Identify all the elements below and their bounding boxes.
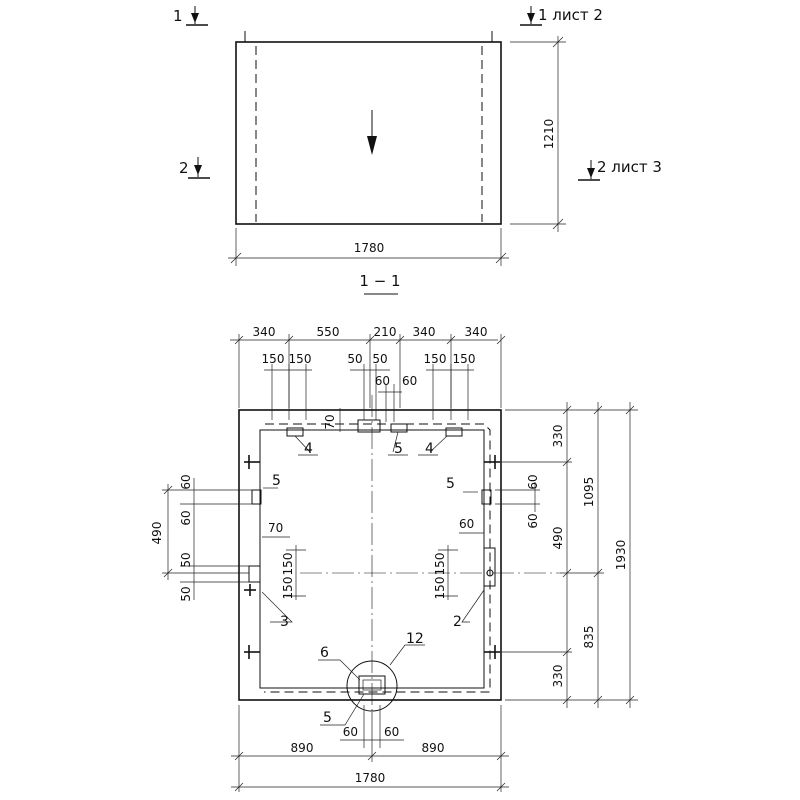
- direction-arrow-head: [367, 136, 377, 155]
- right-dim-1095: 1095: [582, 477, 596, 508]
- height-dim-label: 1210: [542, 119, 556, 150]
- section-view: 4 5 4 5 5 3 2 6 12 5 340 550 210 340: [150, 325, 638, 792]
- top-dim-340b: 340: [413, 325, 436, 339]
- leader-5-bottom: [320, 693, 365, 726]
- pipe-opening-rect: [358, 675, 386, 695]
- bottom-dim-ticks-2: [234, 782, 506, 792]
- right-dim-ticks: [562, 405, 635, 705]
- right-dim-490: 490: [551, 527, 565, 550]
- callout-5-top: 5: [394, 441, 403, 457]
- section-title: 1 − 1: [359, 272, 400, 290]
- bottom-dim-ticks-1: [234, 751, 506, 761]
- bottom-dim-1780: 1780: [355, 771, 386, 785]
- outer-wall: [238, 409, 502, 701]
- leader-12: [389, 644, 425, 666]
- embed-top-right: [445, 427, 463, 437]
- callout-5-bottom: 5: [323, 710, 332, 726]
- height-tick-top: [552, 36, 564, 48]
- top-sub-50a: 50: [347, 352, 362, 366]
- top-small-60b: 60: [402, 374, 417, 388]
- width-tick-right: [495, 252, 507, 264]
- embed-top-mid2: [390, 423, 408, 433]
- callout-5-left: 5: [272, 473, 281, 489]
- left-dim-60b: 60: [179, 510, 193, 525]
- top-sub-150a: 150: [262, 352, 285, 366]
- top-small-60a: 60: [375, 374, 390, 388]
- bottom-small-60a: 60: [343, 725, 358, 739]
- top-sub-150d: 150: [453, 352, 476, 366]
- callout-6: 6: [320, 645, 329, 661]
- bottom-small-60b: 60: [384, 725, 399, 739]
- section-mark-2-left: 2: [179, 159, 189, 177]
- callout-3: 3: [280, 614, 289, 630]
- left-150a: 150: [281, 553, 295, 576]
- top-sub-150c: 150: [424, 352, 447, 366]
- callout-4-right: 4: [425, 441, 434, 457]
- left-dim-50b: 50: [179, 586, 193, 601]
- top-sub-150b: 150: [289, 352, 312, 366]
- top-dim-210: 210: [374, 325, 397, 339]
- callout-5-right: 5: [446, 476, 455, 492]
- section-mark-1-left: 1: [173, 7, 183, 25]
- leader-2: [461, 589, 485, 623]
- bottom-dim-890b: 890: [422, 741, 445, 755]
- section-mark-2-right-arrow: [587, 168, 595, 178]
- width-dim-label: 1780: [354, 241, 385, 255]
- top-sub-50b: 50: [372, 352, 387, 366]
- callout-2: 2: [453, 614, 462, 630]
- left-dim-60a: 60: [179, 474, 193, 489]
- right-150b: 150: [433, 577, 447, 600]
- right-dim-330-top: 330: [551, 425, 565, 448]
- left-dim-ticks: [163, 485, 173, 578]
- embed-top-leader-b: [392, 431, 399, 453]
- callout-4-left: 4: [304, 441, 313, 457]
- insert-right-lower: [483, 547, 496, 587]
- left-70-label: 70: [268, 521, 283, 535]
- embed-top-leader-a: [294, 435, 311, 453]
- section-1-sheet-ref: 1 лист 2: [538, 6, 603, 24]
- inner-hidden: [264, 423, 491, 693]
- embed-top-leader-c: [429, 435, 448, 453]
- right-dim-330-bottom: 330: [551, 665, 565, 688]
- left-dim-50a: 50: [179, 552, 193, 567]
- bottom-dim-890a: 890: [291, 741, 314, 755]
- top-dim-ticks: [234, 335, 506, 345]
- right-small-60b: 60: [526, 513, 540, 528]
- left-dim-490: 490: [150, 522, 164, 545]
- plan-outline: [235, 41, 502, 225]
- right-150a: 150: [433, 553, 447, 576]
- embed-top-left: [286, 427, 304, 437]
- insert-left-lower: [248, 565, 261, 583]
- width-tick-left: [230, 252, 242, 264]
- height-tick-bottom: [552, 218, 564, 230]
- section-2-sheet-ref: 2 лист 3: [597, 158, 662, 176]
- right-small-60a: 60: [526, 474, 540, 489]
- insert-left-upper: [251, 489, 262, 505]
- top-dim-340c: 340: [465, 325, 488, 339]
- leader-3: [261, 591, 293, 623]
- insert-right-upper: [481, 489, 492, 505]
- pipe-opening-inner: [362, 679, 382, 691]
- leader-60-right: [459, 532, 485, 548]
- section-mark-2-left-arrow: [194, 165, 202, 175]
- right-dim-1930: 1930: [614, 540, 628, 571]
- section-mark-1-left-arrow: [191, 13, 199, 23]
- right-dim-835: 835: [582, 626, 596, 649]
- leader-6: [318, 659, 361, 681]
- right-60-label: 60: [459, 517, 474, 531]
- dim-70-top: 70: [323, 414, 337, 429]
- plan-view: 1 1 лист 2 2 2 лист 3 1210 1780: [173, 6, 662, 266]
- top-dim-550: 550: [317, 325, 340, 339]
- section-mark-1-right-arrow: [527, 13, 535, 23]
- callout-12: 12: [406, 631, 424, 647]
- insert-right-lower-hole: [486, 569, 494, 577]
- pipe-opening-circle: [346, 660, 398, 712]
- top-dim-340a: 340: [253, 325, 276, 339]
- embed-top-mid: [357, 419, 381, 433]
- left-150b: 150: [281, 577, 295, 600]
